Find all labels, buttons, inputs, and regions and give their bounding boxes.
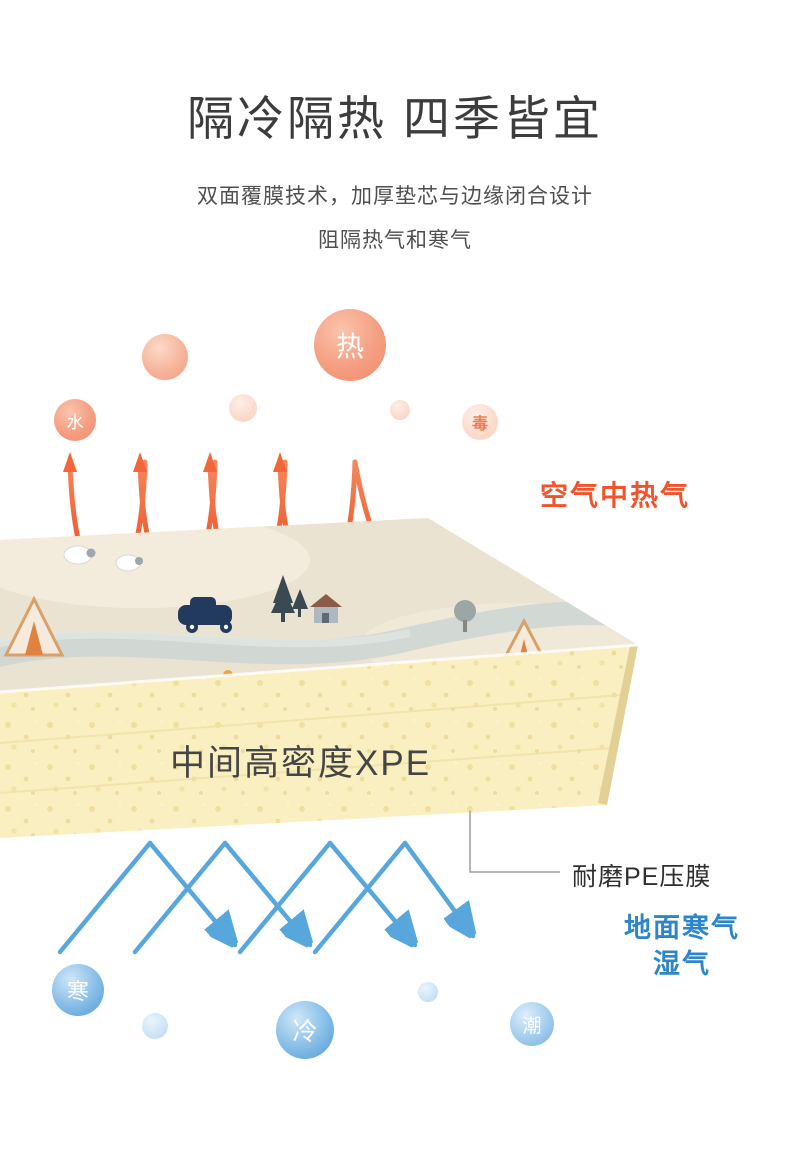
ground-cold-label: 地面寒气 湿气 (598, 910, 766, 983)
page-title: 隔冷隔热 四季皆宜 (186, 92, 604, 145)
steam-bubble (142, 334, 188, 380)
pe-film-label: 耐磨PE压膜 (572, 863, 712, 891)
ground-cold-label-line1: 地面寒气 (624, 913, 740, 943)
cold-bubble: 冷 (276, 1001, 334, 1059)
tree-icon (454, 600, 476, 632)
subtitle-line-1: 双面覆膜技术，加厚垫芯与边缘闭合设计 (197, 185, 593, 208)
cold-arrows-icon (57, 840, 510, 955)
pine-tree-icon (271, 575, 308, 622)
foam-right-edge (598, 645, 638, 805)
foam-core-label: 中间高密度XPE (170, 744, 432, 783)
moisture-bubble (142, 1013, 168, 1039)
steam-bubble (390, 400, 410, 420)
moisture-bubble (418, 982, 438, 1002)
house-icon (310, 594, 342, 623)
tent-icon (3, 595, 65, 657)
steam-bubble (229, 394, 257, 422)
air-heat-label: 空气中热气 (540, 480, 691, 511)
heat-bubble: 热 (314, 309, 386, 381)
car-icon (178, 597, 232, 633)
ground-cold-label-line2: 湿气 (653, 949, 711, 980)
subtitle-line-2: 阻隔热气和寒气 (318, 229, 472, 252)
sheep-icon (63, 545, 143, 572)
water-vapor-bubble: 水 (54, 399, 96, 441)
mat-illustration (0, 518, 639, 873)
foam-side (0, 645, 638, 838)
chill-bubble: 寒 (52, 964, 104, 1016)
damp-bubble: 潮 (510, 1002, 554, 1046)
pe-film-pointer-line (469, 811, 560, 873)
toxin-bubble: 毒 (462, 404, 498, 440)
